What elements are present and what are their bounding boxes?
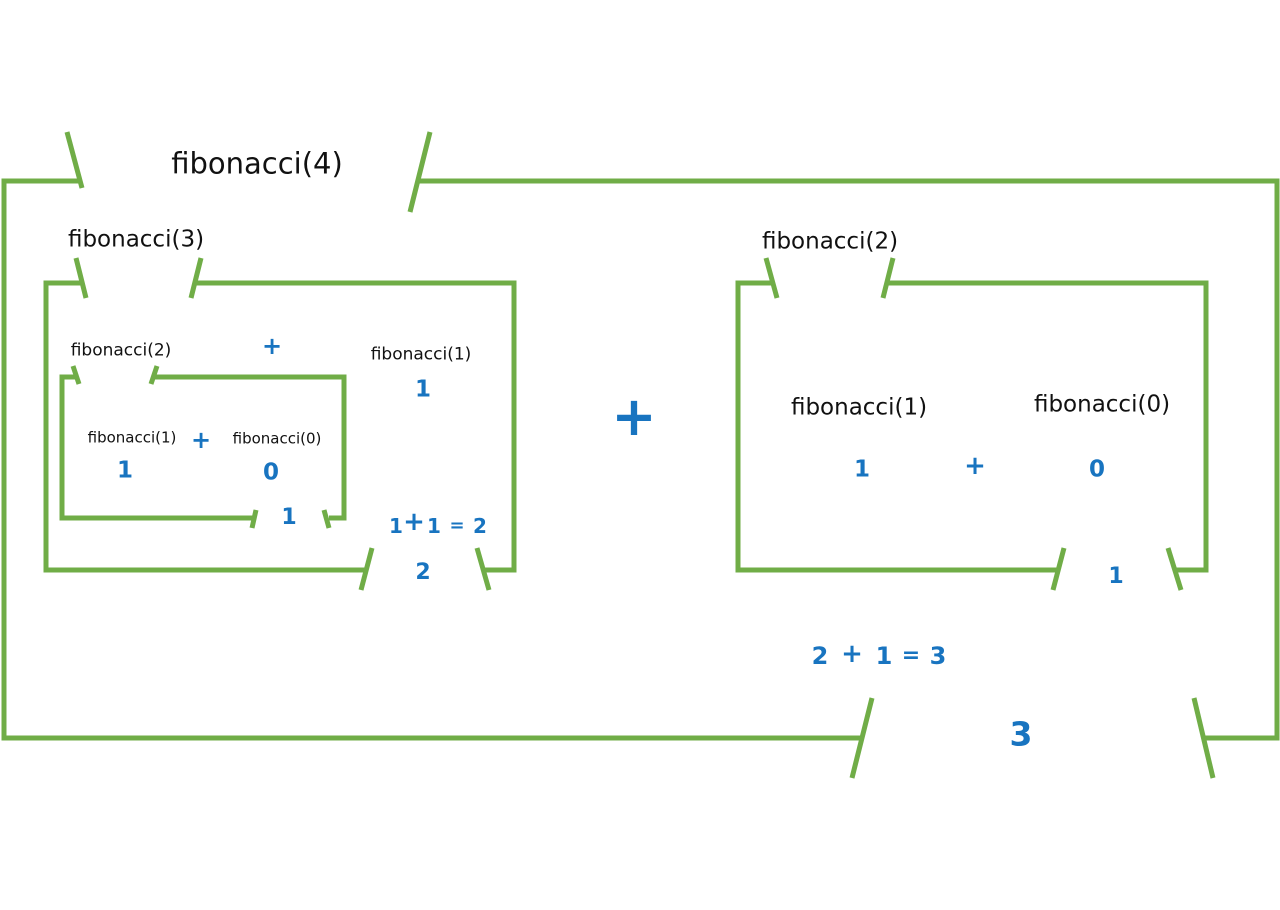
outer-sum-equals: = <box>901 643 921 668</box>
fib3-sum-1a: 1 <box>389 514 403 538</box>
call-label-fibonacci-2-right: fibonacci(2) <box>761 228 899 255</box>
frame-fibonacci-2-right <box>735 257 1209 591</box>
value-fibonacci-0-inner: 0 <box>262 459 280 486</box>
call-label-fibonacci-1-right: fibonacci(1) <box>790 394 928 421</box>
result-fibonacci-4: 3 <box>1009 714 1033 754</box>
result-fibonacci-2-inner: 1 <box>281 505 297 530</box>
fib3-sum-2: 2 <box>473 514 487 538</box>
frame-fibonacci-4 <box>1 131 1280 779</box>
call-label-fibonacci-2-inner: fibonacci(2) <box>70 340 172 361</box>
call-label-fibonacci-0-inner: fibonacci(0) <box>232 429 322 448</box>
plus-sign-inner: + <box>190 426 212 454</box>
call-label-fibonacci-1-fib3: fibonacci(1) <box>370 344 472 365</box>
fib3-sum-1b: 1 <box>427 514 441 538</box>
outer-sum-plus: + <box>841 639 863 669</box>
plus-sign-fib2-right: + <box>964 451 986 481</box>
plus-sign-fib3: + <box>261 332 283 360</box>
outer-sum-3: 3 <box>929 642 947 670</box>
frame-fibonacci-3 <box>43 257 517 591</box>
outer-sum-2: 2 <box>811 642 829 670</box>
outer-sum-1: 1 <box>875 642 893 670</box>
result-fibonacci-2-right: 1 <box>1108 564 1124 589</box>
value-fibonacci-1-inner: 1 <box>116 457 134 484</box>
fib3-sum-plus: + <box>403 507 425 537</box>
call-label-fibonacci-1-inner: fibonacci(1) <box>87 428 177 447</box>
value-fibonacci-0-right: 0 <box>1088 456 1106 483</box>
plus-sign-main: + <box>611 385 657 448</box>
fib3-sum-equals: = <box>449 515 465 536</box>
result-fibonacci-3: 2 <box>415 560 431 585</box>
call-label-fibonacci-4: fibonacci(4) <box>171 146 343 181</box>
frame-fibonacci-2-inner <box>59 365 347 529</box>
call-label-fibonacci-3: fibonacci(3) <box>67 226 205 253</box>
value-fibonacci-1-right: 1 <box>853 456 871 483</box>
value-fibonacci-1-fib3: 1 <box>414 376 432 403</box>
call-label-fibonacci-0-right: fibonacci(0) <box>1033 391 1171 418</box>
